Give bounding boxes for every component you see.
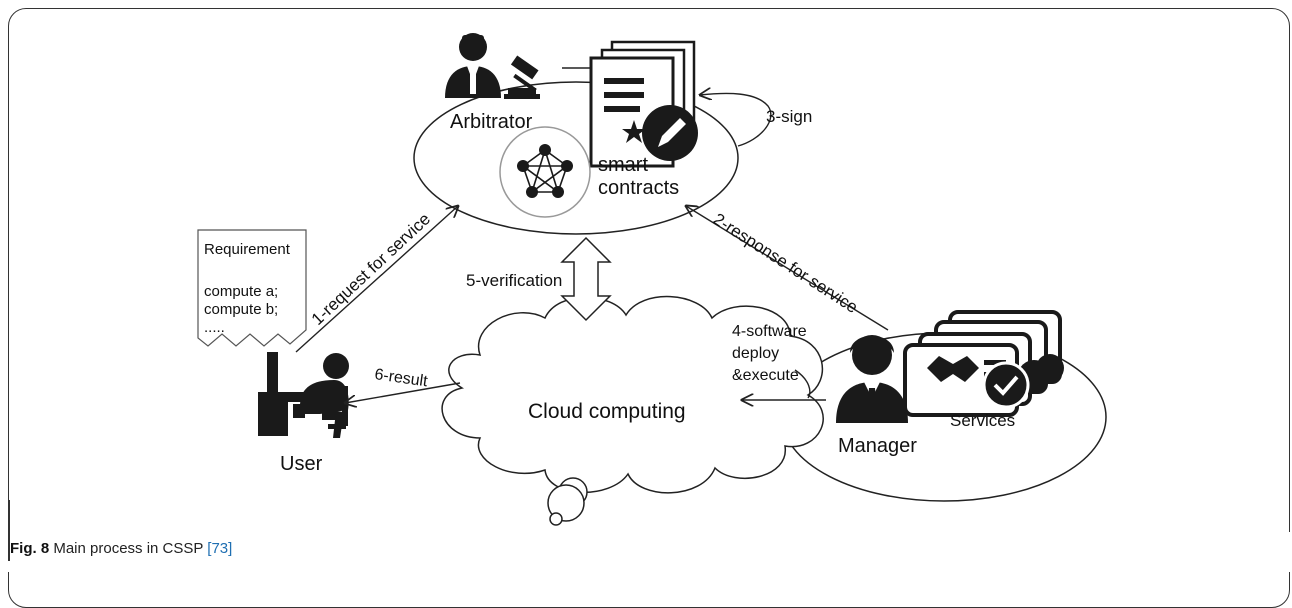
label-request: 1-request for service [308, 209, 434, 329]
caption-label: Fig. 8 [10, 540, 50, 557]
requirement-document [197, 229, 307, 347]
network-icon [499, 126, 591, 218]
arrow-response [686, 206, 889, 331]
label-deploy-3: &execute [732, 367, 799, 384]
label-response: 2-response for service [710, 209, 861, 317]
services-icon [903, 310, 1064, 417]
contract-documents-icon [589, 40, 698, 168]
label-verification: 5-verification [466, 271, 562, 290]
arrow-sign [700, 93, 772, 147]
arbitrator-icon [445, 33, 540, 99]
arrow-verification [560, 236, 612, 322]
user-icon [258, 352, 349, 438]
cloud-shape [441, 295, 824, 526]
req-line1: compute a; [204, 283, 278, 300]
label-user: User [280, 453, 323, 475]
frame-left-edge [8, 500, 10, 561]
label-cloud: Cloud computing [528, 400, 686, 423]
arrow-result [345, 382, 461, 403]
req-title: Requirement [204, 241, 291, 258]
label-arbitrator: Arbitrator [450, 111, 533, 133]
arrow-request [295, 206, 458, 353]
caption-ref-link[interactable]: [73] [207, 540, 233, 557]
label-contracts: contracts [598, 177, 679, 199]
label-result: 6-result [373, 366, 429, 390]
req-line2: compute b; [204, 301, 278, 318]
deploy-connector [794, 369, 811, 399]
req-line3: ..... [204, 319, 225, 336]
diagram: Arbitrator smart contracts Cloud computi… [197, 33, 1107, 526]
label-deploy-1: 4-software [732, 323, 807, 340]
label-smart: smart [598, 154, 648, 176]
label-deploy-2: deploy [732, 345, 779, 362]
figure-caption: Fig. 8 Main process in CSSP [73] [10, 540, 232, 557]
label-services: Services [950, 411, 1015, 430]
label-manager: Manager [838, 435, 917, 457]
arbitrator-ellipse [413, 81, 739, 235]
manager-icon [836, 335, 908, 423]
label-sign: 3-sign [766, 107, 812, 126]
caption-text: Main process in CSSP [49, 540, 208, 557]
